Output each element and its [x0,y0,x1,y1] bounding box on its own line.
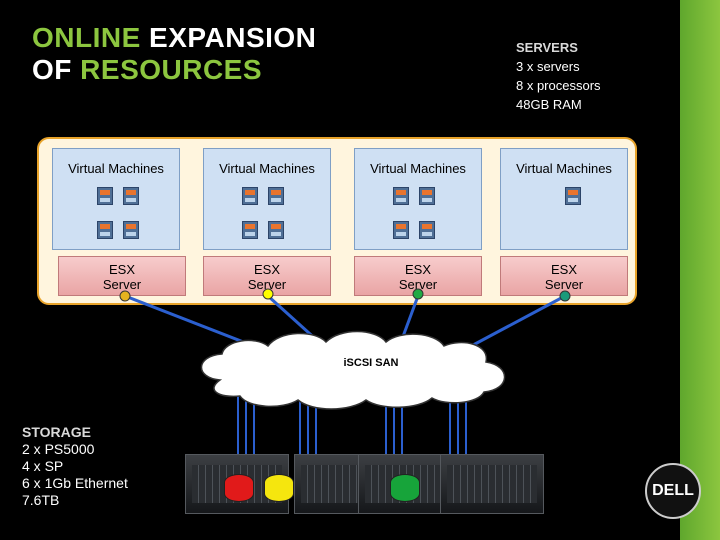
dell-logo: DELL [645,463,701,519]
storage-heading: STORAGE [22,424,91,440]
vm-panel-2: Virtual Machines [203,148,331,250]
virtual-machine-icon [123,221,139,239]
esx-server-label: ESX [550,262,577,277]
volume-disk-icon-green [390,474,420,502]
slide-title: ONLINE EXPANSION OF RESOURCES [32,22,316,86]
virtual-machine-icon [393,221,409,239]
drive-slots [447,465,537,503]
virtual-machine-icon [268,187,284,205]
virtual-machine-icon [268,221,284,239]
vm-panel-4: Virtual Machines [500,148,628,250]
server-1-node [119,290,131,302]
servers-spec: SERVERS 3 x servers 8 x processors 48GB … [516,38,601,114]
virtual-machine-icon [97,187,113,205]
virtual-machine-icon [242,221,258,239]
title-accent-online: ONLINE [32,22,141,53]
virtual-machine-icon [123,187,139,205]
esx-server-4: ESX Server [500,256,628,296]
volume-disk-icon-yellow [264,474,294,502]
storage-arrays: 2 x PS5000 [22,441,95,457]
virtual-machine-icon [419,187,435,205]
storage-spec: STORAGE 2 x PS5000 4 x SP 6 x 1Gb Ethern… [22,424,128,509]
title-of: OF [32,54,81,85]
servers-count: 3 x servers [516,59,580,74]
storage-array-4 [440,454,544,514]
storage-sp: 4 x SP [22,458,64,474]
vm-panel-label: Virtual Machines [370,161,466,176]
vm-panel-label: Virtual Machines [68,161,164,176]
vm-panel-label: Virtual Machines [219,161,315,176]
san-label: iSCSI SAN [343,357,399,369]
servers-heading: SERVERS [516,40,578,55]
title-accent-resources: RESOURCES [80,54,263,85]
server-3-node [412,288,424,300]
esx-server-label: ESX [253,262,280,277]
network-diagram [119,288,571,456]
esx-server-label: Server [102,277,142,292]
virtual-machine-icon [393,187,409,205]
virtual-machine-icon [242,187,258,205]
servers-ram: 48GB RAM [516,97,582,112]
title-expansion: EXPANSION [140,22,317,53]
virtual-machine-icon [419,221,435,239]
esx-server-label: ESX [108,262,135,277]
server-4-node [559,290,571,302]
storage-capacity: 7.6TB [22,492,60,508]
virtual-machine-icon [97,221,113,239]
vm-panel-label: Virtual Machines [516,161,612,176]
server-2-node [262,288,274,300]
virtual-machine-icon [565,187,581,205]
servers-processors: 8 x processors [516,78,601,93]
esx-server-1: ESX Server [58,256,186,296]
volume-disk-icon-red [224,474,254,502]
san-cloud [200,330,506,410]
esx-server-label: Server [247,277,287,292]
esx-server-label: Server [544,277,584,292]
storage-ethernet: 6 x 1Gb Ethernet [22,475,128,491]
esx-server-label: ESX [404,262,431,277]
vm-panel-1: Virtual Machines [52,148,180,250]
side-accent-bar [680,0,720,540]
vm-panel-3: Virtual Machines [354,148,482,250]
esx-server-label: Server [398,277,438,292]
